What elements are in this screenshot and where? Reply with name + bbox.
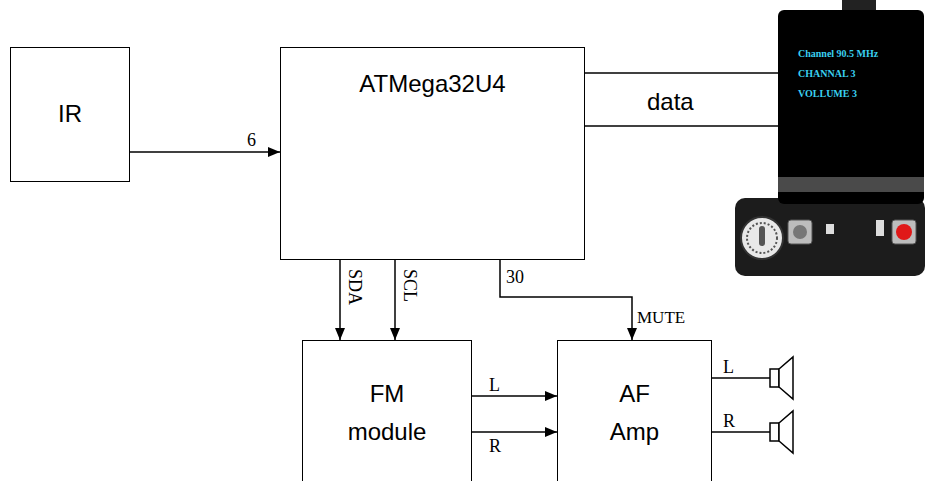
lcd-screen: Channel 90.5 MHzCHANNAL 3VOLLUME 3 [778, 10, 924, 204]
speaker-symbol [770, 357, 793, 399]
signal-label: 6 [246, 131, 257, 149]
input-box: IR [10, 47, 130, 182]
signal-label: 30 [505, 268, 525, 286]
knob-ticks [747, 223, 777, 253]
knob-pointer [759, 226, 765, 246]
speaker-symbol [770, 411, 793, 453]
connector [339, 260, 341, 340]
signal-label: data [646, 90, 695, 114]
block-label: ATMega32U4 [359, 70, 505, 99]
connector [500, 260, 632, 340]
wire [712, 377, 770, 379]
signal-label: SDA [346, 268, 364, 306]
block-label: FM module [341, 375, 433, 452]
rotary-knob [741, 217, 783, 259]
speaker-cone [779, 411, 793, 453]
block-label: IR [58, 100, 82, 129]
channel-label: R [722, 412, 736, 430]
signal-label: L [488, 376, 501, 394]
speaker-cone [779, 357, 793, 399]
screen-text: VOLLUME 3 [798, 84, 918, 104]
block-label: AF Amp [595, 375, 675, 452]
button-cap [896, 224, 912, 240]
screen-text: Channel 90.5 MHz [798, 44, 918, 64]
push-button [892, 220, 916, 244]
screen-text: CHANNAL 3 [798, 64, 918, 84]
connector [394, 260, 396, 340]
signal-label: R [488, 437, 502, 455]
wire [712, 431, 770, 433]
push-button [788, 220, 812, 244]
amplifier-box: AF Amp [557, 340, 712, 481]
channel-label: L [722, 358, 735, 376]
lcd-board [735, 0, 925, 276]
connector [585, 72, 778, 74]
button-cap [793, 225, 807, 239]
mcu-box: ATMega32U4 [280, 47, 585, 260]
pcb-board [735, 198, 925, 276]
connector [130, 151, 280, 153]
speaker-wires [712, 378, 770, 432]
small-part [826, 224, 834, 234]
small-part [876, 220, 884, 236]
signal-label: SCL [401, 268, 419, 303]
speaker-body [770, 423, 779, 441]
connector [472, 431, 557, 433]
pin-name: MUTE [636, 309, 686, 326]
speaker-body [770, 369, 779, 387]
connector [585, 125, 778, 127]
module-box: FM module [302, 340, 472, 481]
connector [472, 395, 557, 397]
